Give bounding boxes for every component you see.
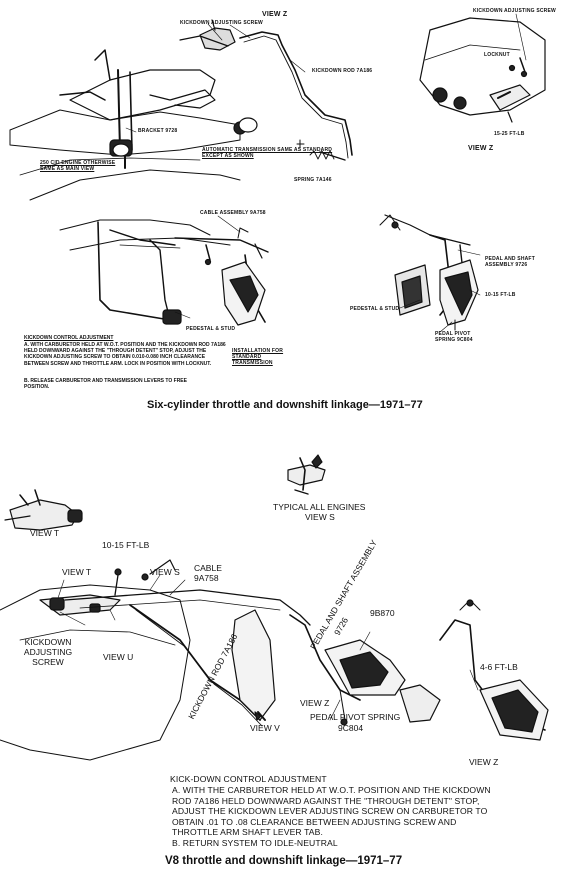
label-cable: CABLE xyxy=(194,563,222,573)
six-cyl-adjustment-heading: KICKDOWN CONTROL ADJUSTMENT xyxy=(24,335,114,341)
label-pedal-shaft: PEDAL AND SHAFT ASSEMBLY 9726 xyxy=(485,256,535,268)
label-bracket: BRACKET 9728 xyxy=(138,128,178,134)
label-engine-note: 250 CID ENGINE OTHERWISE SAME AS MAIN VI… xyxy=(40,160,116,172)
label-auto-trans-note: AUTOMATIC TRANSMISSION SAME AS STANDARD … xyxy=(202,147,333,159)
v8-adjustment-step-b: B. RETURN SYSTEM TO IDLE-NEUTRAL xyxy=(172,838,338,848)
label-pedal-pivot-spring: PEDAL PIVOT SPRING 9C804 xyxy=(435,331,473,343)
label-view-v: VIEW V xyxy=(250,723,280,733)
label-kickdown-adjusting-screw-left: KICKDOWN ADJUSTING SCREW xyxy=(180,20,263,26)
label-view-t-detail: VIEW T xyxy=(30,528,60,538)
v8-caption: V8 throttle and downshift linkage—1971–7… xyxy=(165,855,403,867)
label-view-z-right: VIEW Z xyxy=(468,145,494,152)
label-torque-lower-right: 10-15 FT-LB xyxy=(485,292,516,298)
label-torque-top: 10-15 FT-LB xyxy=(102,540,150,550)
label-part-9b870: 9B870 xyxy=(370,608,395,618)
label-cable-part: 9A758 xyxy=(194,573,219,583)
label-kickdown-rod: KICKDOWN ROD 7A186 xyxy=(312,68,373,74)
six-cyl-adjustment-step-a: A. WITH CARBURETOR HELD AT W.O.T. POSITI… xyxy=(24,342,226,367)
label-torque-right: 15-25 FT-LB xyxy=(494,131,525,137)
view-z-carburetor xyxy=(419,13,546,123)
label-pedal-pivot-spring: PEDAL PIVOT SPRING xyxy=(310,712,401,722)
label-view-s: VIEW S xyxy=(150,567,180,577)
kickdown-rod-top xyxy=(239,31,353,161)
label-cable-assembly: CABLE ASSEMBLY 9A758 xyxy=(200,210,266,216)
six-cyl-carburetor-assembly xyxy=(9,19,258,201)
view-s-detail-art xyxy=(287,454,326,495)
six-cyl-caption: Six-cylinder throttle and downshift link… xyxy=(147,399,423,411)
label-spring: SPRING 7A146 xyxy=(294,177,332,183)
standard-transmission-linkage xyxy=(59,219,269,326)
label-torque-right: 4-6 FT-LB xyxy=(480,662,518,672)
label-view-s-detail: VIEW S xyxy=(305,512,335,522)
label-view-z-mid: VIEW Z xyxy=(300,698,330,708)
v8-adjustment-step-a: A. WITH THE CARBURETOR HELD AT W.O.T. PO… xyxy=(172,785,491,838)
label-kickdown-adjusting-screw-right: KICKDOWN ADJUSTING SCREW xyxy=(473,8,556,14)
label-pedestal-stud-left: PEDESTAL & STUD xyxy=(186,326,236,332)
label-locknut: LOCKNUT xyxy=(484,52,510,58)
label-typical-all-engines: TYPICAL ALL ENGINES xyxy=(273,502,366,512)
view-t-detail-art xyxy=(4,489,83,531)
label-view-z-bottom: VIEW Z xyxy=(469,757,499,767)
label-installation-note: INSTALLATION FOR STANDARD TRANSMISSION xyxy=(232,348,284,366)
label-view-t: VIEW T xyxy=(62,567,92,577)
label-kickdown-adjusting-screw: KICKDOWN ADJUSTING SCREW xyxy=(23,637,73,667)
v8-main-linkage xyxy=(0,559,549,761)
leader-lines xyxy=(57,23,481,721)
label-view-u: VIEW U xyxy=(103,652,134,662)
label-view-z-top: VIEW Z xyxy=(262,11,288,18)
six-cyl-adjustment-step-b: B. RELEASE CARBURETOR AND TRANSMISSION L… xyxy=(24,378,187,391)
v8-adjustment-heading: KICK-DOWN CONTROL ADJUSTMENT xyxy=(170,774,327,784)
label-pedal-pivot-spring-part: 9C804 xyxy=(338,723,364,733)
label-pedestal-stud-right: PEDESTAL & STUD xyxy=(350,306,400,312)
pedal-shaft-assembly-top xyxy=(379,214,479,331)
